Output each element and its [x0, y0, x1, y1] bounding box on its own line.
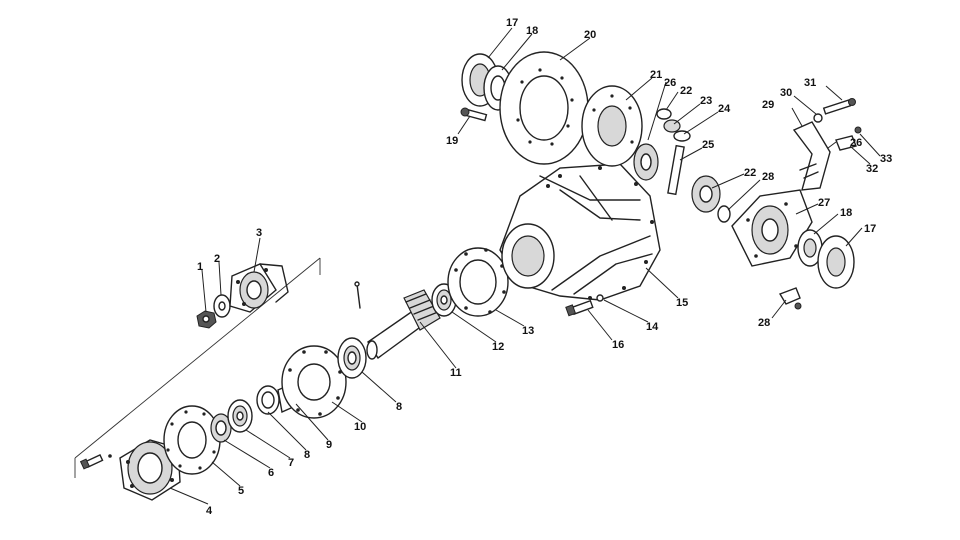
callout-17-top: 17 [506, 17, 518, 29]
part-16-bolt [565, 299, 594, 317]
callout-20: 20 [584, 29, 596, 41]
callout-23: 23 [700, 95, 712, 107]
callout-labels: 1 2 3 4 5 6 7 8 8 9 10 11 12 13 14 15 16… [197, 17, 892, 517]
part-10-shim [281, 345, 347, 419]
callout-21: 21 [650, 69, 662, 81]
part-8-lower-race [256, 385, 280, 415]
callout-28-upper: 28 [762, 171, 774, 183]
callout-17-right: 17 [864, 223, 876, 235]
callout-11: 11 [450, 367, 462, 379]
part-31-bolt [822, 98, 856, 115]
callout-24: 24 [718, 103, 731, 115]
callout-8-lower: 8 [304, 449, 310, 461]
part-22-thrust-washer [656, 108, 672, 120]
part-27-diff-case-right [731, 189, 813, 267]
callout-26-right: 26 [850, 137, 862, 149]
callout-16: 16 [612, 339, 624, 351]
callout-2: 2 [214, 253, 220, 265]
callout-33: 33 [880, 153, 892, 165]
callout-29: 29 [762, 99, 774, 111]
part-21-diff-case [581, 85, 643, 167]
part-3-companion-flange [229, 263, 289, 313]
part-2-washer [213, 294, 231, 318]
callout-4: 4 [206, 505, 213, 517]
callout-5: 5 [238, 485, 244, 497]
callout-6: 6 [268, 467, 274, 479]
callout-25: 25 [702, 139, 714, 151]
callout-28-lower: 28 [758, 317, 770, 329]
part-30-washer [813, 113, 823, 123]
part-17-right-bearing-cup [817, 235, 855, 289]
callout-30: 30 [780, 87, 792, 99]
part-28-lock-plate [778, 287, 802, 310]
part-4-retainer-housing [119, 439, 181, 501]
callout-9: 9 [326, 439, 332, 451]
callout-12: 12 [492, 341, 504, 353]
callout-1: 1 [197, 261, 203, 273]
part-8-upper-bearing [337, 337, 367, 379]
part-1-nut [196, 310, 217, 329]
callout-26-top: 26 [664, 77, 676, 89]
part-22-lower-pinion-gear [691, 175, 721, 213]
guide-lines [74, 257, 321, 478]
part-14-nut [596, 294, 604, 302]
part-25-pinion-shaft [667, 144, 685, 196]
callout-15: 15 [676, 297, 688, 309]
part-pin [354, 281, 361, 309]
callout-3: 3 [256, 227, 262, 239]
callout-18-right: 18 [840, 207, 852, 219]
part-26-side-gear [633, 143, 659, 181]
part-29-bearing-cap [792, 121, 831, 191]
part-15-carrier-housing [499, 163, 661, 301]
callout-13: 13 [522, 325, 534, 337]
part-11-drive-pinion [366, 289, 441, 360]
part-28-upper-adjuster [717, 205, 731, 223]
callout-22-lower: 22 [744, 167, 756, 179]
leader-lines [169, 27, 881, 505]
part-5-gasket [163, 405, 221, 475]
part-13-carrier-gasket [447, 247, 509, 317]
part-7-bearing [227, 399, 253, 433]
callout-32: 32 [866, 163, 878, 175]
callout-10: 10 [354, 421, 366, 433]
part-24-washer [673, 130, 691, 142]
callout-22-top: 22 [680, 85, 692, 97]
part-6-seal [210, 413, 232, 443]
callout-8-upper: 8 [396, 401, 402, 413]
part-bolt-left [79, 453, 112, 470]
callout-31: 31 [804, 77, 816, 89]
part-33-screw [854, 126, 862, 134]
part-19-bolt [460, 107, 488, 122]
part-20-ring-gear [499, 51, 589, 165]
callout-18-top: 18 [526, 25, 538, 37]
callout-19: 19 [446, 135, 458, 147]
callout-14: 14 [646, 321, 659, 333]
callout-7: 7 [288, 457, 294, 469]
callout-27: 27 [818, 197, 830, 209]
